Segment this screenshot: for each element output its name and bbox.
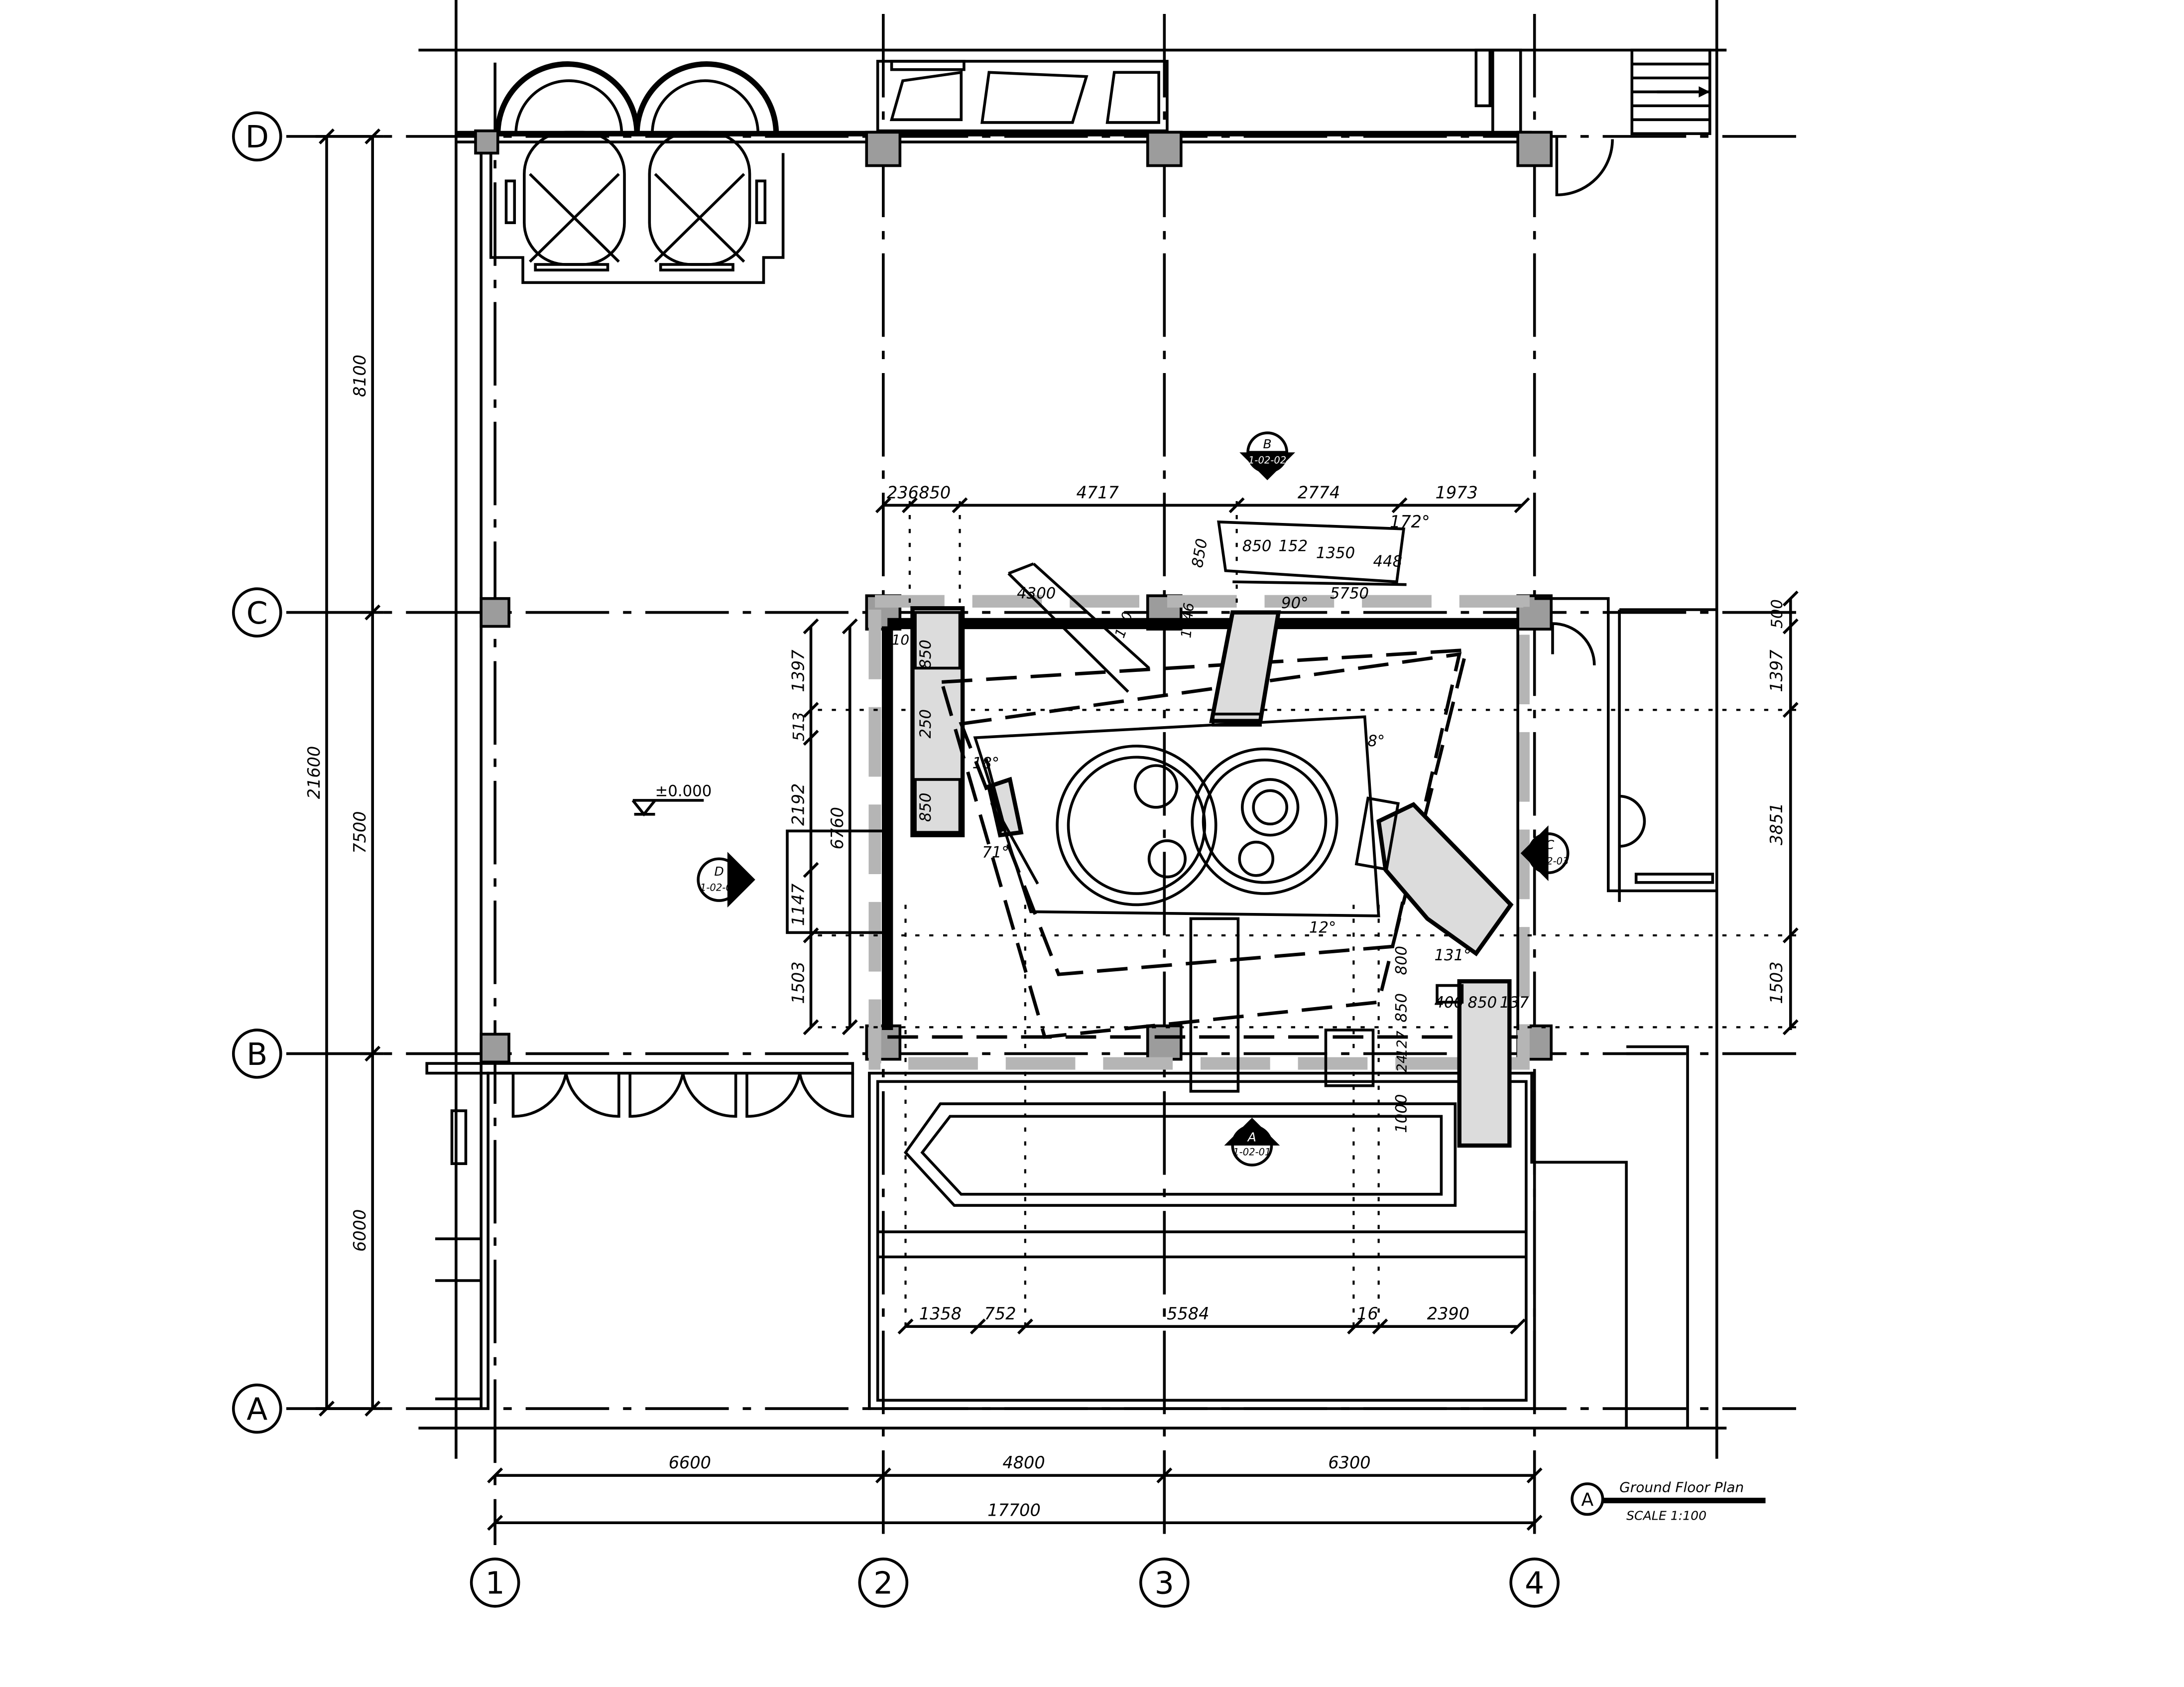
grid-label-1: 1 — [485, 1566, 505, 1601]
dim-inner-1397: 1397 — [789, 649, 808, 692]
dim-lower-1358: 1358 — [919, 1304, 962, 1323]
top-windows — [876, 48, 1711, 197]
dim-100: 100 — [1111, 610, 1136, 640]
dim-400: 400 — [1434, 994, 1463, 1012]
dim-4300: 4300 — [1017, 585, 1056, 603]
section-a-sheet: 1-02-01 — [1233, 1146, 1271, 1158]
dim-right-1503: 1503 — [1767, 961, 1786, 1004]
dim-total-height: 21600 — [304, 746, 324, 799]
left-dimension-chains: 21600 8100 7500 6000 — [304, 128, 384, 1417]
level-text: ±0.000 — [655, 782, 712, 800]
elevator-block — [489, 61, 785, 284]
level-mark: ±0.000 — [631, 782, 712, 817]
section-marker-a: A 1-02-01 — [1224, 1118, 1280, 1167]
grid-label-4: 4 — [1525, 1566, 1544, 1601]
bottom-dimension-chains: 6600 4800 6300 17700 — [487, 1453, 1543, 1531]
dim-top-1973: 1973 — [1436, 483, 1478, 502]
dim-top-4717: 4717 — [1077, 483, 1119, 502]
inner-left-dimension-chain: 1397 513 2192 1147 1503 6760 — [786, 618, 889, 1036]
section-marker-b: B 1-02-02 — [1239, 431, 1296, 481]
section-a-letter: A — [1247, 1130, 1256, 1145]
angle-71: 71° — [982, 843, 1009, 861]
grid-label-3: 3 — [1155, 1566, 1174, 1601]
dim-1146: 1146 — [1178, 602, 1197, 639]
angle-8: 8° — [1367, 732, 1385, 750]
dim-booth-5750: 5750 — [1330, 585, 1369, 603]
section-marker-d: D 1-02-04 — [697, 852, 755, 908]
section-c-sheet: 1-02-03 — [1531, 855, 1569, 867]
grid-lines — [286, 13, 1797, 1545]
angle-131: 131° — [1434, 946, 1471, 964]
angle-12: 12° — [1309, 918, 1336, 936]
drawing-scale: SCALE 1:100 — [1626, 1509, 1706, 1523]
dim-850-v2: 850 — [917, 793, 935, 822]
dim-booth-448: 448 — [1373, 552, 1402, 570]
outer-walls — [418, 0, 1727, 1459]
dim-top-236: 236 — [887, 483, 919, 502]
dim-3-4: 6300 — [1328, 1453, 1370, 1472]
dim-inner-6760: 6760 — [828, 807, 847, 849]
dim-137: 137 — [1500, 994, 1529, 1012]
dim-inner-513: 513 — [790, 712, 808, 741]
dim-right-1397: 1397 — [1767, 649, 1786, 692]
exhibition-booth: 850 152 1350 448 5750 850 4300 1146 100 … — [818, 501, 1797, 1148]
dim-2-3: 4800 — [1002, 1453, 1045, 1472]
grid-label-c: C — [246, 596, 268, 631]
grid-row-bubbles: D C B A — [232, 111, 282, 1434]
dim-250-v: 250 — [917, 709, 935, 739]
grid-label-d: D — [245, 120, 269, 155]
dim-lower-16: 16 — [1357, 1304, 1378, 1323]
right-side-rooms — [1530, 597, 1717, 1428]
grid-label-2: 2 — [873, 1566, 893, 1601]
dim-b-a: 6000 — [350, 1209, 369, 1252]
dim-booth-850-side: 850 — [1189, 537, 1212, 569]
dim-top-850: 850 — [919, 483, 951, 502]
right-dimension-chain: 500 1397 3851 1503 — [1767, 590, 1799, 1036]
dim-800: 800 — [1393, 946, 1411, 975]
angle-172: 172° — [1390, 512, 1430, 531]
dim-booth-850: 850 — [1242, 537, 1272, 555]
dim-850-b: 850 — [1468, 994, 1497, 1012]
dim-inner-1147: 1147 — [789, 883, 808, 926]
section-d-sheet: 1-02-04 — [700, 882, 738, 894]
dim-c-b: 7500 — [350, 811, 369, 853]
dim-24: 24 — [1394, 1054, 1410, 1072]
section-b-sheet: 1-02-02 — [1248, 455, 1286, 466]
dim-booth-1350: 1350 — [1316, 544, 1355, 562]
angle-90: 90° — [1281, 594, 1308, 612]
front-plaza: 1358 752 5584 16 2390 — [868, 905, 1536, 1410]
drawing-title: Ground Floor Plan — [1619, 1479, 1744, 1496]
section-c-letter: C — [1546, 838, 1555, 852]
top-dimension-chain: 236 850 4717 2774 1973 — [875, 483, 1530, 514]
entrance-doors — [425, 1062, 854, 1401]
dim-inner-2192: 2192 — [789, 783, 808, 826]
drawing-title-block: A Ground Floor Plan SCALE 1:100 — [1571, 1479, 1766, 1523]
dim-1-2: 6600 — [669, 1453, 711, 1472]
title-marker: A — [1581, 1489, 1593, 1511]
dim-1000: 1000 — [1393, 1094, 1411, 1133]
dim-lower-5584: 5584 — [1167, 1304, 1209, 1323]
dim-lower-752: 752 — [984, 1304, 1016, 1323]
dim-10: 10 — [892, 632, 910, 648]
grid-label-a: A — [246, 1392, 267, 1427]
grid-col-bubbles: 1 2 3 4 — [470, 1557, 1560, 1608]
dim-inner-1503: 1503 — [789, 961, 808, 1004]
dim-850-v1: 850 — [917, 640, 935, 669]
dim-booth-152: 152 — [1278, 537, 1308, 555]
dim-top-2774: 2774 — [1298, 483, 1340, 502]
dim-total-width: 17700 — [987, 1500, 1041, 1520]
section-d-letter: D — [714, 864, 724, 879]
dim-lower-2390: 2390 — [1427, 1304, 1469, 1323]
dim-right-500: 500 — [1768, 599, 1786, 629]
grid-label-b: B — [246, 1037, 267, 1072]
angle-18: 18° — [972, 755, 999, 773]
dim-right-3851: 3851 — [1767, 803, 1786, 845]
section-b-letter: B — [1263, 437, 1271, 451]
section-marker-c: C 1-02-03 — [1520, 825, 1570, 881]
dim-850-c: 850 — [1393, 993, 1411, 1023]
dim-127: 127 — [1394, 1031, 1410, 1057]
dim-d-c: 8100 — [350, 355, 369, 397]
